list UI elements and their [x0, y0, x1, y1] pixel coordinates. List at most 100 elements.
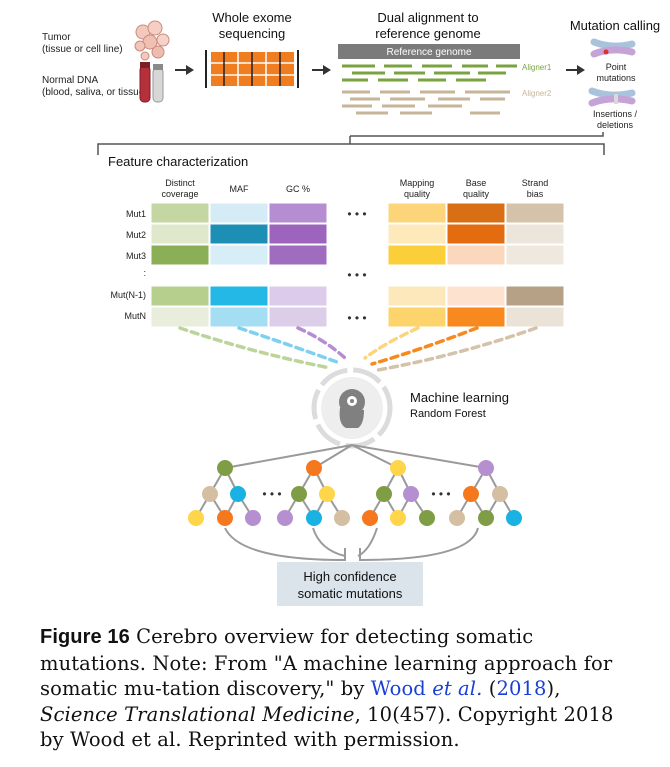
tree-node — [202, 486, 218, 502]
feature-cell — [446, 244, 506, 266]
aligner2-label: Aligner2 — [522, 89, 552, 98]
tree-node — [217, 510, 233, 526]
tree-node — [478, 460, 494, 476]
arrow-3 — [566, 65, 585, 75]
tree-node — [188, 510, 204, 526]
aligner2-reads — [342, 90, 510, 115]
feature-header-5-line2: bias — [527, 189, 544, 199]
etal-link[interactable]: et al. — [432, 677, 483, 700]
point-mutations-label-line2: mutations — [596, 73, 636, 83]
feature-cell — [209, 244, 269, 266]
feature-header-4-line1: Base — [466, 178, 487, 188]
tumor-label: Tumor — [42, 32, 71, 43]
figure-caption: Figure 16 Cerebro overview for detecting… — [40, 624, 640, 753]
tree-edges — [195, 444, 515, 519]
feature-cell — [387, 202, 447, 224]
mutation-calling-title: Mutation calling — [570, 18, 660, 33]
feature-cell — [150, 306, 210, 328]
feature-header-1-line1: MAF — [230, 184, 250, 194]
caption-paren-open: ( — [482, 677, 497, 700]
feature-cell — [505, 223, 565, 245]
tree-node — [306, 510, 322, 526]
arrow-2 — [312, 65, 331, 75]
feature-cell — [268, 223, 328, 245]
feature-cell — [505, 306, 565, 328]
caption-paren-close: ), — [546, 677, 561, 700]
tree-node — [376, 486, 392, 502]
caption-text-1: Cerebro overview for detecting somatic m… — [40, 625, 613, 700]
feature-characterization-title: Feature characterization — [108, 154, 248, 169]
wes-block: Whole exome sequencing — [205, 10, 299, 88]
feature-cell — [150, 285, 210, 307]
author-link[interactable]: Wood — [370, 677, 433, 700]
feature-header-4-line2: quality — [463, 189, 490, 199]
figure-label: Figure 16 — [40, 626, 130, 648]
row-label-3: : — [143, 268, 146, 278]
wes-title-line1: Whole exome — [212, 10, 291, 25]
tumor-cells-icon — [134, 20, 170, 61]
column-ellipsis: • • • — [347, 207, 366, 221]
tree-ellipsis-right: • • • — [431, 487, 450, 501]
tree-nodes — [188, 460, 522, 526]
feature-heatmap — [150, 202, 565, 328]
tree-node — [390, 460, 406, 476]
bottom-ellipsis: • • • — [347, 311, 366, 325]
feature-cell — [446, 285, 506, 307]
random-forest-trees — [188, 444, 522, 526]
feature-cell — [505, 244, 565, 266]
tumor-sample: Tumor (tissue or cell line) Normal DNA (… — [42, 20, 170, 103]
blood-tubes-icon — [139, 62, 164, 103]
feature-header-0-line2: coverage — [161, 189, 198, 199]
tree-ellipsis-left: • • • — [262, 487, 281, 501]
normal-label: Normal DNA — [42, 75, 98, 86]
aligner1-label: Aligner1 — [522, 63, 552, 72]
point-mutations-label-line1: Point — [606, 62, 627, 72]
row-label-0: Mut1 — [126, 209, 146, 219]
year-link[interactable]: 2018 — [496, 677, 547, 700]
feature-header-3-line2: quality — [404, 189, 431, 199]
feature-cell — [387, 223, 447, 245]
feature-cell — [209, 285, 269, 307]
wes-title-line2: sequencing — [219, 26, 286, 41]
indel-label-line2: deletions — [597, 120, 634, 130]
reference-genome-label: Reference genome — [386, 47, 471, 58]
alignment-title-line1: Dual alignment to — [377, 10, 478, 25]
result-box — [277, 562, 423, 606]
indel-label-line1: Insertions / — [593, 109, 638, 119]
feature-cell — [150, 244, 210, 266]
tree-node — [291, 486, 307, 502]
result-line2: somatic mutations — [298, 586, 403, 601]
feature-header-5-line1: Strand — [522, 178, 549, 188]
ml-subtitle: Random Forest — [410, 408, 486, 420]
arrow-1 — [175, 65, 194, 75]
tree-node — [306, 460, 322, 476]
feature-header-3-line1: Mapping — [400, 178, 435, 188]
feature-cell — [209, 223, 269, 245]
feature-cell — [268, 306, 328, 328]
tree-node — [506, 510, 522, 526]
row-label-1: Mut2 — [126, 230, 146, 240]
tumor-sublabel: (tissue or cell line) — [42, 44, 123, 55]
tree-node — [419, 510, 435, 526]
alignment-title-line2: reference genome — [375, 26, 481, 41]
alignment-block: Dual alignment to reference genome Refer… — [338, 10, 552, 115]
tree-node — [362, 510, 378, 526]
tree-node — [463, 486, 479, 502]
tree-node — [245, 510, 261, 526]
ml-title: Machine learning — [410, 390, 509, 405]
row-label-2: Mut3 — [126, 251, 146, 261]
feature-flow-lines — [178, 326, 538, 372]
feature-cell — [209, 202, 269, 224]
feature-cell — [446, 202, 506, 224]
feature-cell — [268, 285, 328, 307]
feature-cell — [150, 223, 210, 245]
feature-cell — [505, 202, 565, 224]
bracket — [97, 132, 605, 155]
aligner1-reads — [342, 64, 517, 82]
feature-header-2-line1: GC % — [286, 184, 310, 194]
converging-lines — [224, 527, 479, 562]
tree-node — [230, 486, 246, 502]
feature-header-0-line1: Distinct — [165, 178, 195, 188]
feature-cell — [446, 306, 506, 328]
